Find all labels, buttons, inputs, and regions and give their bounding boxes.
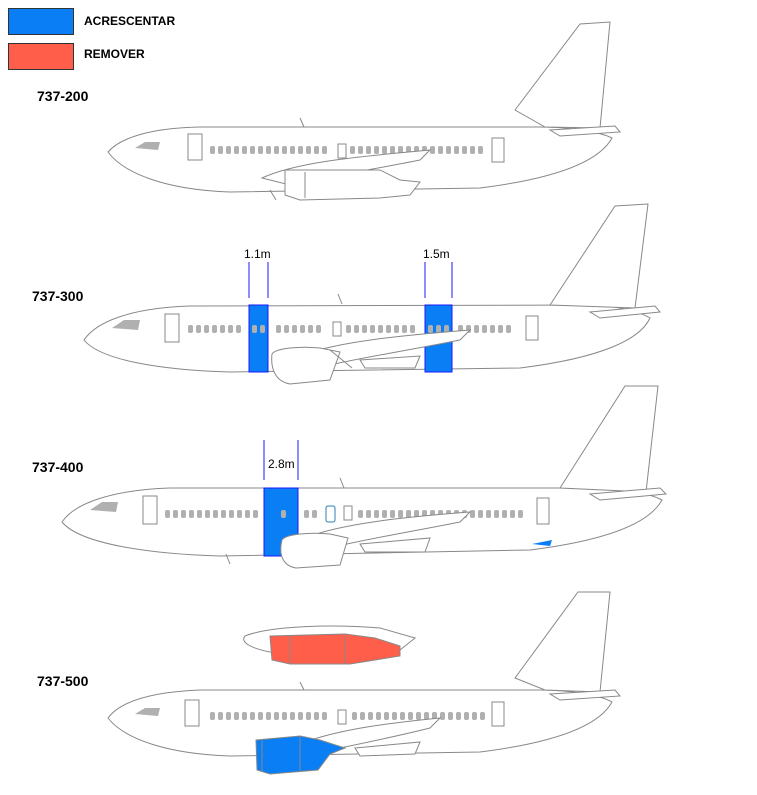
legend-label-remove: REMOVER	[84, 47, 145, 61]
aircraft-737-400	[61, 385, 668, 569]
model-label-737-400: 737-400	[32, 459, 84, 475]
dimension-label-300-front: 1.1m	[244, 247, 271, 261]
legend-swatch-remove	[8, 43, 74, 70]
removed-engine-500	[269, 633, 401, 665]
model-label-737-200: 737-200	[37, 88, 89, 104]
legend-label-add: ACRESCENTAR	[84, 14, 176, 28]
model-label-737-300: 737-300	[32, 288, 84, 304]
model-label-737-500: 737-500	[37, 673, 89, 689]
aircraft-737-300	[83, 203, 661, 385]
dimension-label-300-rear: 1.5m	[423, 247, 450, 261]
dimension-label-400-front: 2.8m	[268, 457, 295, 471]
aircraft-737-200	[107, 21, 622, 201]
legend-swatch-add	[8, 8, 74, 35]
added-section-300-front	[248, 304, 269, 373]
aircraft-737-500	[107, 591, 622, 775]
